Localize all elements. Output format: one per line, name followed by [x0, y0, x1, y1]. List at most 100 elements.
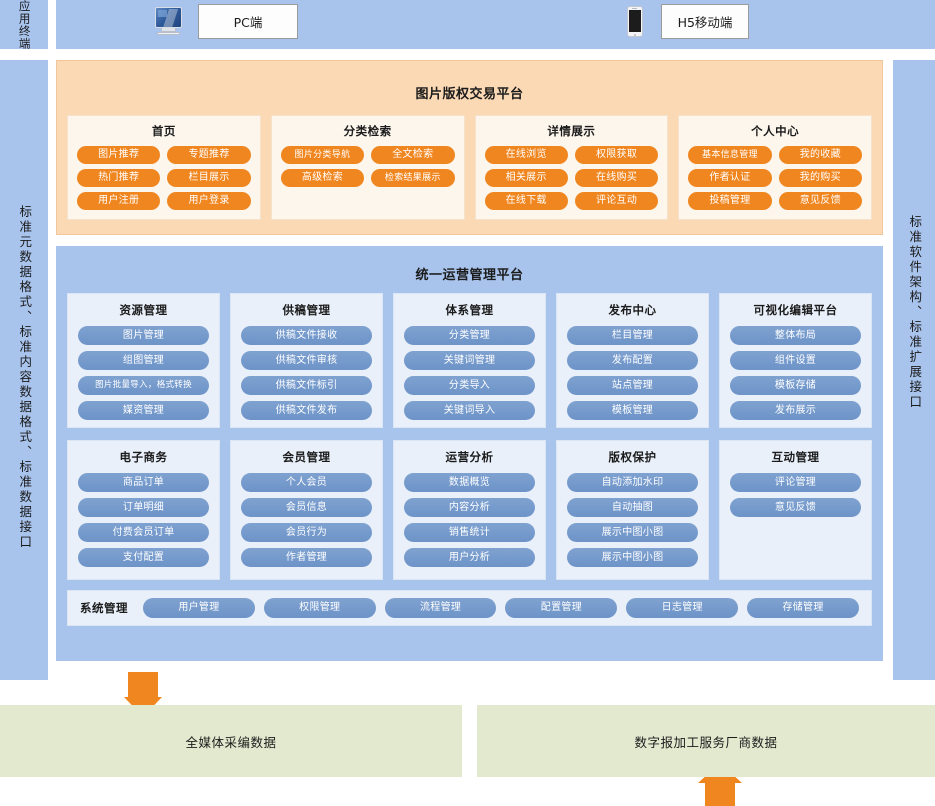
group-personal-center: 个人中心 基本信息管理 我的收藏 作者认证 我的购买 投稿管理 意见反馈	[678, 115, 872, 220]
phone-icon	[627, 6, 643, 37]
feature-pill[interactable]: 图片推荐	[77, 146, 161, 164]
group-copyright-protection-title: 版权保护	[608, 450, 657, 464]
system-pill[interactable]: 流程管理	[384, 598, 497, 618]
system-management-bar: 系统管理 用户管理 权限管理 流程管理 配置管理 日志管理 存储管理	[67, 590, 872, 626]
module-pill[interactable]: 支付配置	[78, 548, 209, 567]
feature-pill[interactable]: 图片分类导航	[280, 146, 365, 164]
feature-pill[interactable]: 栏目展示	[167, 169, 251, 187]
feature-pill[interactable]: 在线浏览	[484, 146, 568, 164]
feature-pill[interactable]: 全文检索	[371, 146, 455, 164]
module-pill[interactable]: 会员行为	[241, 523, 372, 542]
module-pill[interactable]: 组图管理	[78, 351, 209, 370]
module-pill[interactable]: 媒资管理	[78, 401, 209, 420]
group-operations-analysis: 运营分析 数据概览 内容分析 销售统计 用户分析	[393, 440, 546, 580]
module-pill[interactable]: 订单明细	[78, 498, 209, 517]
terminal-pc[interactable]: PC端	[155, 4, 298, 39]
group-detail-display-title: 详情展示	[547, 124, 596, 138]
right-rail-standards: 标准软件架构、标准扩展接口	[893, 60, 935, 680]
feature-pill[interactable]: 相关展示	[484, 169, 568, 187]
module-pill[interactable]: 商品订单	[78, 473, 209, 492]
module-pill[interactable]: 站点管理	[567, 376, 698, 395]
system-pill[interactable]: 日志管理	[626, 598, 739, 618]
group-visual-editor-platform-title: 可视化编辑平台	[753, 303, 838, 317]
module-pill[interactable]: 展示中图小图	[567, 548, 698, 567]
group-taxonomy-management-title: 体系管理	[445, 303, 494, 317]
module-pill[interactable]: 分类导入	[404, 376, 535, 395]
group-copyright-protection: 版权保护 自动添加水印 自动抽图 展示中图小图 展示中图小图	[556, 440, 709, 580]
module-pill[interactable]: 自动抽图	[567, 498, 698, 517]
group-operations-analysis-title: 运营分析	[445, 450, 494, 464]
feature-pill[interactable]: 评论互动	[574, 192, 659, 210]
feature-pill[interactable]: 用户登录	[167, 192, 251, 210]
group-ecommerce-title: 电子商务	[119, 450, 168, 464]
group-resource-management-title: 资源管理	[119, 303, 168, 317]
left-rail-terminal-label: 应用终端	[17, 0, 32, 50]
data-source-vendor-label: 数字报加工服务厂商数据	[634, 734, 778, 750]
system-pill[interactable]: 存储管理	[747, 598, 859, 618]
module-pill[interactable]: 图片管理	[78, 326, 209, 345]
system-management-title: 系统管理	[80, 601, 128, 615]
system-pill[interactable]: 配置管理	[505, 598, 618, 618]
feature-pill[interactable]: 在线购买	[574, 169, 659, 187]
module-pill[interactable]: 付费会员订单	[78, 523, 209, 542]
module-pill[interactable]: 分类管理	[404, 326, 535, 345]
group-resource-management: 资源管理 图片管理 组图管理 图片批量导入，格式转换 媒资管理	[67, 293, 220, 428]
group-personal-center-title: 个人中心	[751, 124, 800, 138]
module-pill[interactable]: 意见反馈	[730, 498, 861, 517]
module-pill[interactable]: 关键词管理	[404, 351, 535, 370]
module-pill[interactable]: 数据概览	[404, 473, 535, 492]
group-interaction-management-title: 互动管理	[771, 450, 820, 464]
module-pill[interactable]: 组件设置	[730, 351, 861, 370]
system-pill[interactable]: 权限管理	[263, 598, 376, 618]
feature-pill[interactable]: 基本信息管理	[688, 146, 772, 164]
group-publishing-center-title: 发布中心	[608, 303, 657, 317]
feature-pill[interactable]: 在线下载	[484, 192, 568, 210]
module-pill[interactable]: 关键词导入	[404, 401, 535, 420]
feature-pill[interactable]: 检索结果展示	[371, 169, 455, 187]
group-member-management-title: 会员管理	[282, 450, 331, 464]
feature-pill[interactable]: 意见反馈	[778, 192, 862, 210]
module-pill[interactable]: 供稿文件接收	[241, 326, 372, 345]
feature-pill[interactable]: 我的收藏	[778, 146, 862, 164]
module-pill[interactable]: 自动添加水印	[567, 473, 698, 492]
group-homepage: 首页 图片推荐 专题推荐 热门推荐 栏目展示 用户注册 用户登录	[67, 115, 261, 220]
module-pill[interactable]: 供稿文件标引	[241, 376, 372, 395]
module-pill[interactable]: 发布展示	[730, 401, 861, 420]
module-pill[interactable]: 供稿文件审核	[241, 351, 372, 370]
system-pill[interactable]: 用户管理	[143, 598, 255, 618]
module-pill[interactable]: 内容分析	[404, 498, 535, 517]
feature-pill[interactable]: 高级检索	[280, 169, 365, 187]
feature-pill[interactable]: 用户注册	[77, 192, 161, 210]
module-pill[interactable]: 展示中图小图	[567, 523, 698, 542]
module-pill[interactable]: 模板存储	[730, 376, 861, 395]
module-pill[interactable]: 整体布局	[730, 326, 861, 345]
module-pill[interactable]: 评论管理	[730, 473, 861, 492]
group-publishing-center: 发布中心 栏目管理 发布配置 站点管理 模板管理	[556, 293, 709, 428]
trading-platform-title: 图片版权交易平台	[415, 87, 524, 102]
left-rail-standards: 标准元数据格式、标准内容数据格式、标准数据接口	[0, 60, 48, 680]
module-pill[interactable]: 个人会员	[241, 473, 372, 492]
feature-pill[interactable]: 专题推荐	[167, 146, 251, 164]
left-rail-terminal: 应用终端	[0, 0, 48, 50]
module-pill[interactable]: 栏目管理	[567, 326, 698, 345]
feature-pill[interactable]: 作者认证	[688, 169, 772, 187]
module-pill[interactable]: 模板管理	[567, 401, 698, 420]
feature-pill[interactable]: 热门推荐	[77, 169, 161, 187]
right-rail-standards-label: 标准软件架构、标准扩展接口	[907, 215, 923, 410]
monitor-icon	[155, 7, 182, 36]
module-pill[interactable]: 发布配置	[567, 351, 698, 370]
data-source-media: 全媒体采编数据	[0, 705, 462, 777]
module-pill[interactable]: 用户分析	[404, 548, 535, 567]
feature-pill[interactable]: 投稿管理	[688, 192, 772, 210]
module-pill[interactable]: 供稿文件发布	[241, 401, 372, 420]
module-pill[interactable]: 会员信息	[241, 498, 372, 517]
ops-platform-panel: 统一运营管理平台 资源管理 图片管理 组图管理 图片批量导入，格式转换 媒资管理…	[56, 246, 883, 661]
module-pill[interactable]: 作者管理	[241, 548, 372, 567]
feature-pill[interactable]: 权限获取	[574, 146, 659, 164]
module-pill[interactable]: 销售统计	[404, 523, 535, 542]
terminal-h5[interactable]: H5移动端	[627, 4, 749, 39]
module-pill[interactable]: 图片批量导入，格式转换	[78, 376, 209, 395]
feature-pill[interactable]: 我的购买	[778, 169, 862, 187]
data-source-media-label: 全媒体采编数据	[185, 734, 277, 750]
ops-platform-title: 统一运营管理平台	[415, 268, 524, 283]
